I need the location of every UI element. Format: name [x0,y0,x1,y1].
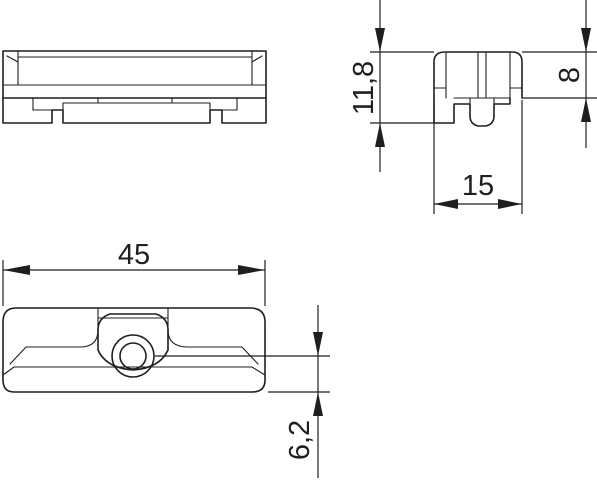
dimension-arrow-right [498,199,522,209]
dimension-arrow-right [238,265,265,275]
dimension-arrow-top [313,332,323,356]
dimension-hole-offset-label: 6,2 [284,420,316,460]
dimension-width: 15 [433,100,523,214]
dimension-arrow-bottom [313,392,323,416]
front-view-slots [32,97,238,111]
front-view-body [2,50,267,99]
dimension-length: 45 [2,239,266,306]
dimension-height-body: 8 [522,0,597,148]
side-view-clip-details [433,87,523,105]
top-view-boss [97,313,169,371]
top-view [2,307,266,393]
dimension-arrow-bottom [375,123,385,147]
top-view-bevel [2,366,266,376]
side-view-clip [433,97,511,127]
dimension-arrow-top [375,28,385,52]
side-view-inner-lines [445,51,511,99]
dimension-width-label: 15 [462,170,494,202]
top-view-body [2,307,266,393]
dimension-length-label: 45 [118,239,150,271]
dimension-arrow-left [434,199,458,209]
dimension-height-body-label: 8 [554,67,586,83]
dimension-arrow-left [3,265,30,275]
side-view [433,51,523,127]
dimension-hole-offset: 6,2 [155,305,330,478]
dimension-height-total: 11,8 [348,0,434,172]
top-view-hole [119,342,147,370]
front-view [2,50,267,124]
dimension-arrow-top [581,28,591,52]
front-view-feet [2,97,267,124]
top-view-boss-rim [111,334,155,378]
front-view-inner-lines [2,50,267,86]
dimension-arrow-bottom [581,98,591,122]
dimension-height-total-label: 11,8 [348,61,380,115]
